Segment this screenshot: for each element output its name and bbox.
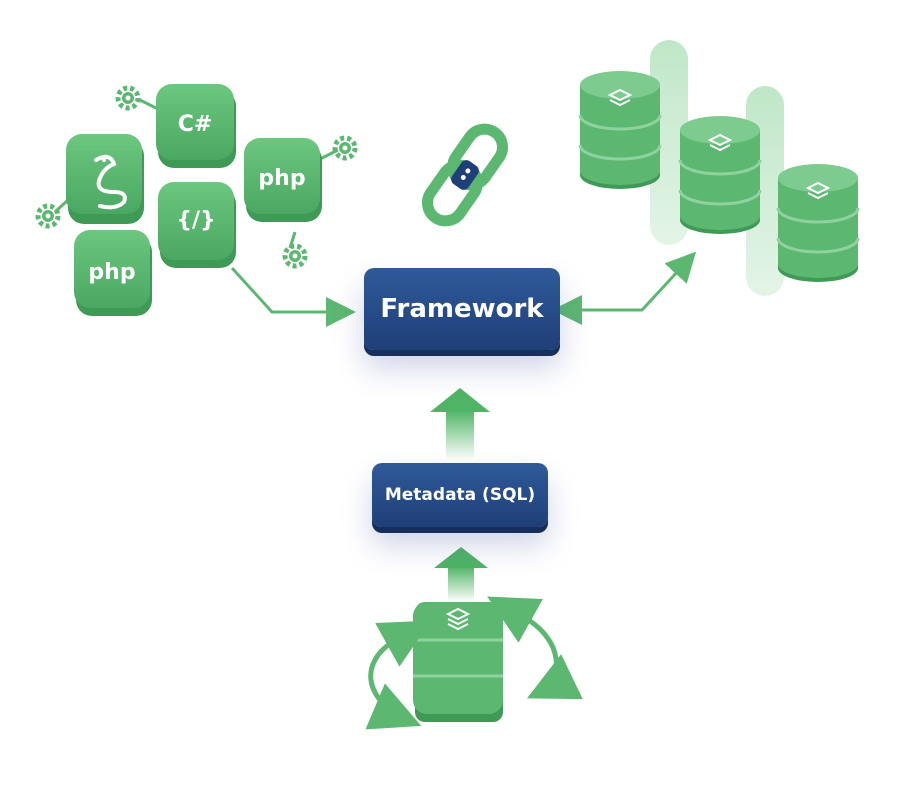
python-tile [66,134,144,224]
code-brackets-tile [158,182,236,268]
framework-to-databases-arrow [552,251,697,325]
php-tile-right [244,138,322,222]
php-label-left: php [88,260,136,285]
gear-icon [115,85,141,111]
csharp-tile [156,84,236,168]
framework-label: Framework [380,294,544,324]
php-tile-left [74,230,152,316]
cycle-arrow-left [365,620,431,730]
database-icon [578,71,662,189]
csharp-label: C# [177,112,213,137]
cycle-arrow-right [487,596,583,700]
metadata-label: Metadata (SQL) [384,485,536,505]
gear-icon [282,243,308,269]
python-snake-icon [94,154,127,210]
php-label-right: php [258,166,306,191]
gear-icon [35,203,61,229]
metadata-box: Metadata (SQL) [372,463,548,527]
chain-link-icon [421,123,509,227]
up-arrow-to-framework [430,388,490,460]
code-tiles-group [35,84,358,316]
left-to-framework-arrow [230,266,356,327]
framework-box: Framework [364,268,560,350]
database-icon [776,164,860,282]
gear-icon [332,135,358,161]
database-cluster [578,40,860,296]
bottom-database-icon [413,602,503,722]
code-brackets-label: {/} [176,208,216,233]
database-icon [678,116,762,234]
up-arrow-to-metadata [434,547,488,602]
